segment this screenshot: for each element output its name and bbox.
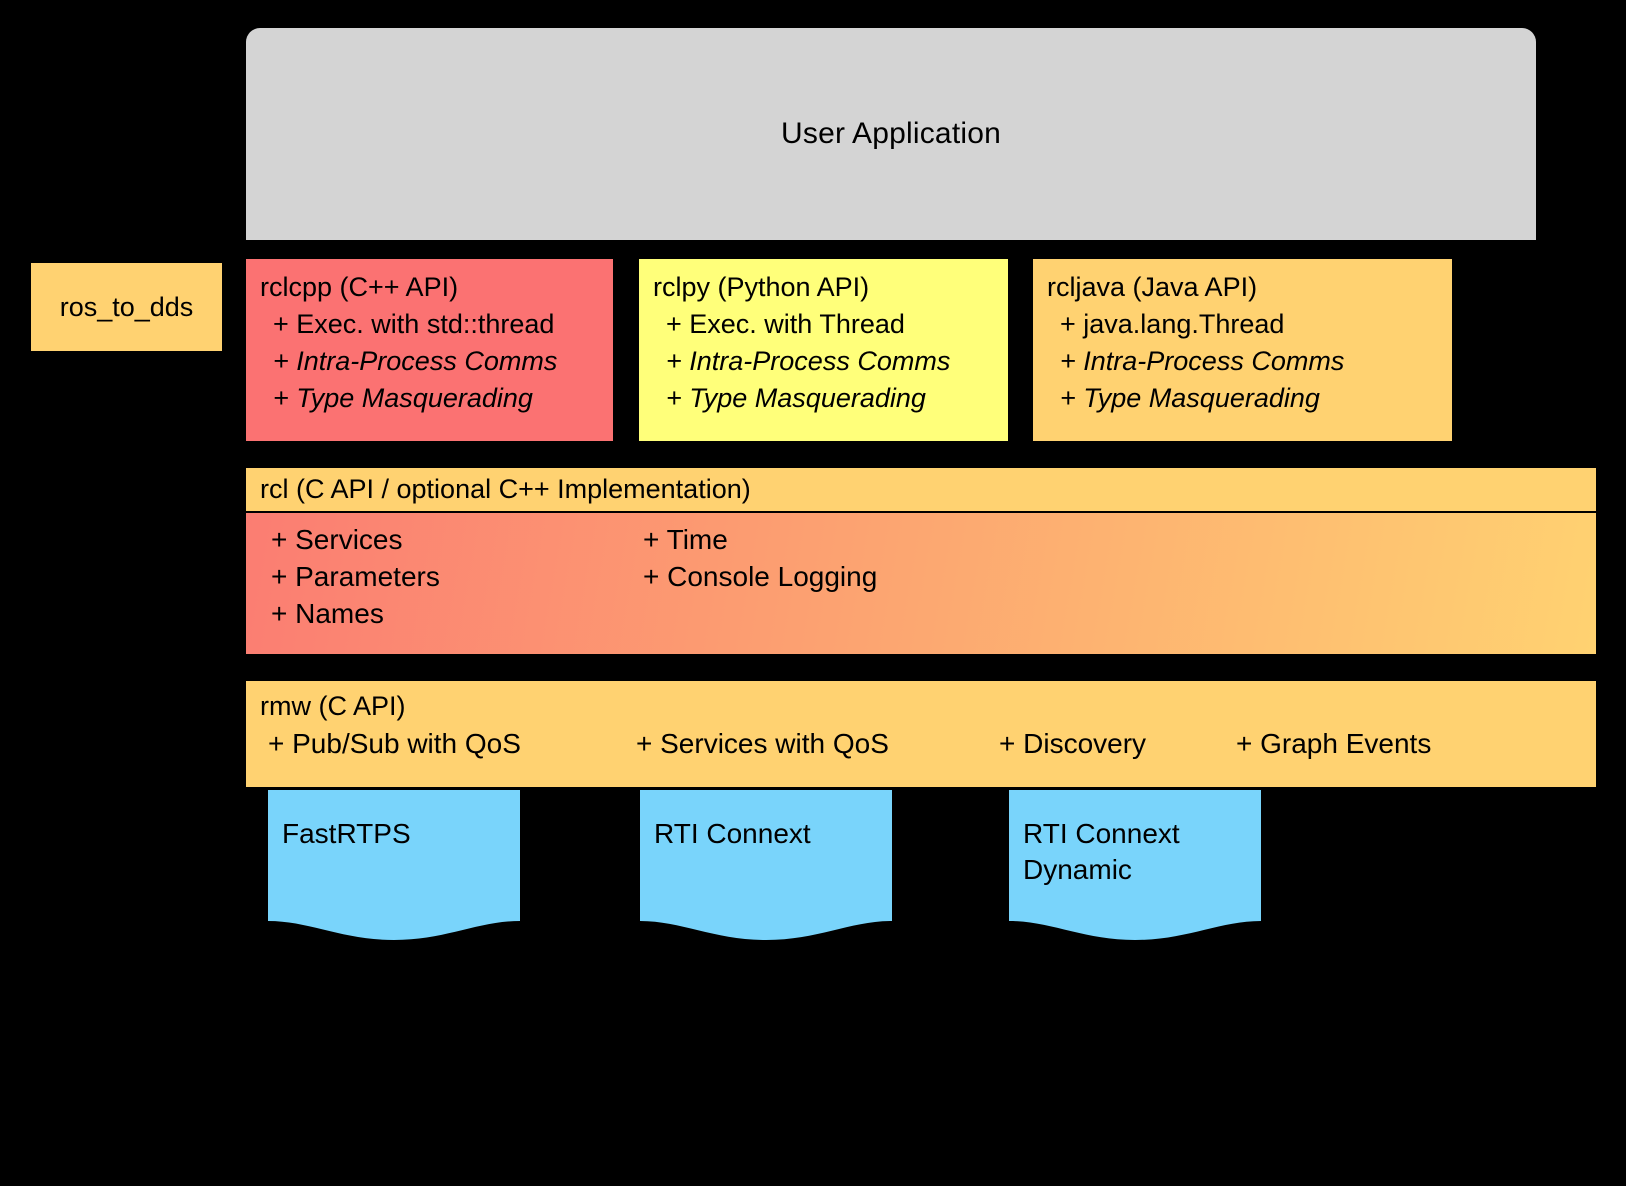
rcl-title: rcl (C API / optional C++ Implementation… [260, 474, 751, 504]
rmw-feature-discovery: + Discovery [999, 728, 1147, 759]
document-shape-icon [640, 790, 892, 940]
user-application-block: User Application [246, 28, 1536, 240]
document-shape-icon [268, 790, 520, 940]
rclcpp-feature-2: + Type Masquerading [273, 383, 533, 413]
user-application-label: User Application [781, 117, 1001, 150]
rclpy-block: rclpy (Python API) + Exec. with Thread +… [639, 259, 1008, 441]
rclcpp-block: rclcpp (C++ API) + Exec. with std::threa… [246, 259, 613, 441]
rcljava-block: rcljava (Java API) + java.lang.Thread + … [1033, 259, 1452, 441]
rclcpp-title: rclcpp (C++ API) [260, 272, 459, 302]
rcl-feature-time: + Time [643, 524, 728, 555]
rclcpp-feature-1: + Intra-Process Comms [273, 346, 558, 376]
rcljava-title: rcljava (Java API) [1047, 272, 1258, 302]
rmw-title: rmw (C API) [260, 691, 406, 721]
rcl-feature-column-left: + Services + Parameters + Names [246, 521, 643, 654]
rclpy-feature-0: + Exec. with Thread [666, 309, 905, 339]
rcl-header: rcl (C API / optional C++ Implementation… [246, 468, 1596, 513]
rmw-feature-services: + Services with QoS [636, 728, 889, 759]
ros-to-dds-block: ros_to_dds [31, 263, 222, 351]
dds-label-fastrtps: FastRTPS [282, 818, 411, 849]
rclpy-feature-1: + Intra-Process Comms [666, 346, 951, 376]
rclpy-title: rclpy (Python API) [653, 272, 870, 302]
rmw-feature-row: + Pub/Sub with QoS + Services with QoS +… [260, 724, 1596, 764]
rcl-body: + Services + Parameters + Names + Time +… [246, 513, 1596, 654]
rcl-feature-console-logging: + Console Logging [643, 561, 878, 592]
dds-label-rti-connext: RTI Connext [654, 818, 811, 849]
rcljava-feature-2: + Type Masquerading [1060, 383, 1320, 413]
ros-to-dds-label: ros_to_dds [59, 291, 194, 322]
rcl-feature-parameters: + Parameters [271, 561, 440, 592]
rcljava-feature-0: + java.lang.Thread [1060, 309, 1285, 339]
rcl-block: rcl (C API / optional C++ Implementation… [246, 468, 1596, 654]
rclpy-feature-2: + Type Masquerading [666, 383, 926, 413]
rcl-feature-column-right: + Time + Console Logging [643, 521, 877, 654]
rcl-feature-services: + Services [271, 524, 403, 555]
rmw-block: rmw (C API) + Pub/Sub with QoS + Service… [246, 681, 1596, 787]
rclcpp-feature-0: + Exec. with std::thread [273, 309, 555, 339]
dds-implementation-fastrtps: FastRTPS [268, 790, 520, 940]
rcljava-feature-1: + Intra-Process Comms [1060, 346, 1345, 376]
document-shape-icon [1009, 790, 1261, 940]
dds-implementation-rti-connext: RTI Connext [640, 790, 892, 940]
rcl-feature-names: + Names [271, 598, 384, 629]
dds-label-rti-connext-dynamic: RTI Connext Dynamic [1023, 818, 1180, 885]
rmw-feature-graph-events: + Graph Events [1236, 728, 1432, 759]
rmw-feature-pubsub: + Pub/Sub with QoS [268, 728, 521, 759]
dds-implementation-rti-connext-dynamic: RTI Connext Dynamic [1009, 790, 1261, 940]
